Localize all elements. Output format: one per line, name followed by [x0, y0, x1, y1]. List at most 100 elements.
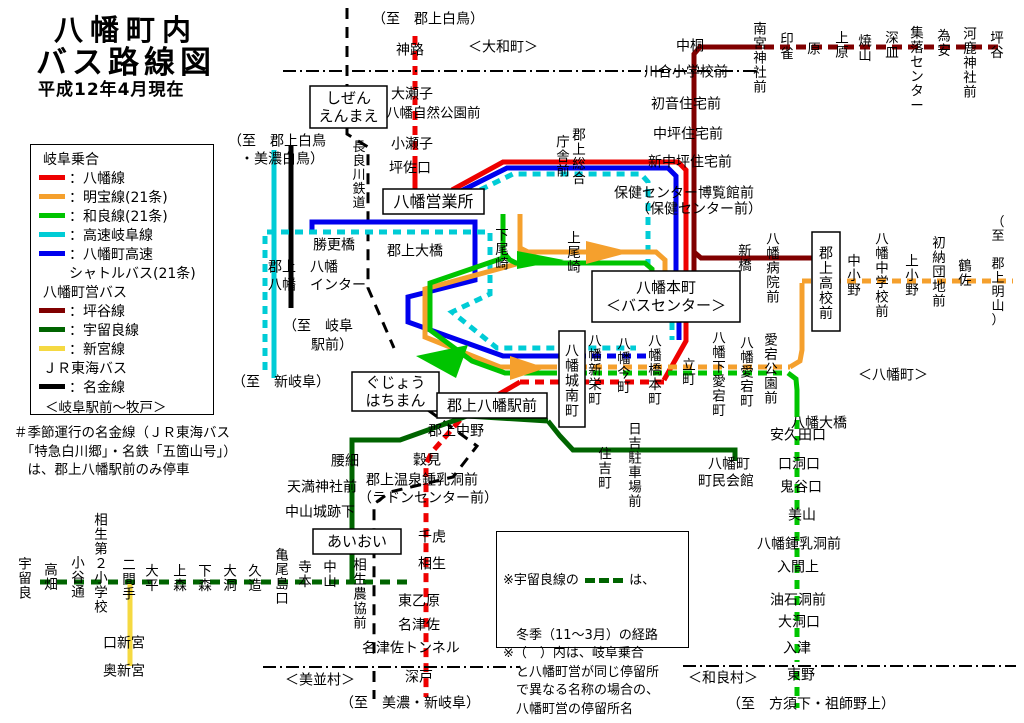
route-line-tsubotani-main	[691, 44, 762, 258]
station-label: 上原	[835, 31, 849, 62]
stop-gujo-hachiman-ekimae-label: 郡上八幡駅前	[447, 397, 537, 415]
station-label: 新中坪住宅前	[648, 154, 732, 171]
station-label: 日吉駐車場前	[628, 422, 642, 511]
boxed-stop-hachiman-jonancho: 八幡城南町	[558, 330, 586, 428]
station-label: 相生	[418, 557, 446, 573]
legend-label: ：八幡町高速	[69, 246, 153, 263]
note-box: ※宇留良線の は、 冬季（11～3月）の経路※（ ）内は、岐阜乗合 と八幡町営が…	[496, 531, 689, 717]
boxed-stop-gujo-hachiman-ekimae: 郡上八幡駅前	[436, 392, 548, 419]
legend-label: ：宇留良線	[69, 322, 139, 339]
station-shizen-enmae-label: えんまえ	[318, 107, 378, 125]
station-label: 大平	[145, 564, 159, 595]
legend-label: 岐阜乗合	[43, 151, 99, 168]
station-gujo-hachiman-label: ぐじょう	[365, 374, 425, 392]
legend-swatch-maroon	[39, 308, 65, 313]
station-label: 駅前）	[311, 337, 353, 354]
station-label: （至 新岐阜）	[232, 374, 330, 391]
legend-swatch-cyan	[39, 232, 65, 237]
station-label: ＜美並村＞	[285, 673, 355, 689]
legend-row-head: ＪＲ東海バス	[39, 358, 213, 377]
station-aioi-frame	[312, 528, 402, 555]
station-label: 中山城跡下	[285, 505, 355, 521]
station-label: 名津佐トンネル	[362, 641, 460, 657]
station-label: 入津	[783, 641, 811, 657]
station-label: 南宮神社前	[753, 22, 767, 96]
route-line-railway-nagaragawa-mid	[345, 128, 396, 349]
note-box-line: と八幡町営が同じ停留所	[503, 664, 660, 680]
boxed-stop-hachiman-honmachi-buscenter: 八幡本町＜バスセンター＞	[591, 270, 741, 323]
station-label: 深戸	[405, 670, 433, 686]
legend-row-head: 岐阜乗合	[39, 149, 213, 168]
station-label: 相生第２小学校	[94, 513, 108, 616]
station-label: 住吉町	[598, 447, 612, 492]
station-label: 為安	[937, 29, 951, 60]
stop-hachiman-jonancho-label: 八幡城南町	[565, 344, 579, 420]
station-label: 川合小学校前	[644, 64, 728, 81]
station-aioi-label: あいおい	[327, 533, 387, 551]
station-label: 勝更橋	[313, 238, 355, 254]
legend-label: 八幡町営バス	[43, 284, 127, 301]
title-line2: バス路線図	[36, 45, 216, 82]
station-label: 中桐	[676, 39, 704, 55]
station-label: 天満神社前	[287, 479, 357, 496]
stop-hachiman-jonancho-frame	[558, 330, 586, 428]
route-line-wara-north	[501, 250, 655, 271]
boxed-stop-hachiman-eigyosho: 八幡営業所	[382, 188, 485, 215]
station-label: 千虎	[418, 530, 446, 546]
station-label: 八幡橋本町	[648, 334, 662, 408]
note-seasonal: ＃季節運行の名金線（ＪＲ東海バス 「特急白川郷」・名鉄「五箇山号」） は、郡上八…	[14, 425, 237, 479]
station-shizen-enmae-frame	[309, 85, 388, 129]
stop-hachiman-eigyosho-label: 八幡営業所	[393, 192, 473, 211]
station-label: 大瀬子	[391, 87, 433, 103]
station-label: （至 郡上白鳥）	[372, 12, 484, 28]
route-line-urura-east	[546, 419, 738, 461]
station-label: 名津佐	[398, 618, 440, 634]
station-label: 大洞	[223, 564, 237, 595]
station-label: 八幡新栄町	[588, 334, 602, 408]
station-label: 安久田口	[770, 428, 826, 444]
legend-row-orange-line: ：明宝線(21条)	[39, 187, 213, 206]
station-label: 長良川鉄道	[352, 140, 365, 211]
station-label: 八幡下愛宕町	[712, 331, 726, 420]
winter-dash-sample	[599, 577, 610, 583]
legend-label: ：八幡線	[69, 170, 125, 187]
station-label: 初音住宅前	[651, 96, 721, 113]
note-box-lines: 冬季（11～3月）の経路※（ ）内は、岐阜乗合 と八幡町営が同じ停留所 で異なる…	[503, 627, 688, 719]
station-label: 新橋	[738, 244, 752, 275]
station-label: ＜八幡町＞	[858, 368, 928, 384]
stop-hachiman-eigyosho-frame	[382, 188, 485, 215]
arrow-meiho-east	[586, 241, 631, 264]
station-label: 八幡今町	[617, 337, 631, 397]
station-label: （保健センター前）	[636, 201, 762, 218]
station-label: 郡上大橋	[387, 244, 443, 260]
station-label: （至 方須下・祖師野上）	[727, 697, 895, 713]
legend-label: ＜岐阜駅前～牧戸＞	[45, 399, 167, 416]
station-label: （ラドンセンター前）	[358, 490, 498, 507]
legend-row-head: 八幡町営バス	[39, 282, 213, 301]
station-label: 中山	[323, 560, 337, 591]
legend-row-dkgreen-line: ：宇留良線	[39, 320, 213, 339]
station-label: 立町	[682, 358, 696, 389]
station-label: 口新宮	[103, 636, 145, 652]
stop-gujo-koko-mae-label: 郡上高校前	[819, 246, 833, 322]
legend-row-red-line: ：八幡線	[39, 168, 213, 187]
station-label: 下尾崎	[495, 228, 509, 273]
station-label: 愛宕公園前	[764, 333, 778, 407]
legend-swatch-orange	[39, 194, 65, 199]
legend-swatch-green	[39, 213, 65, 218]
arrow-meiho-east2	[510, 356, 546, 380]
stop-gujo-koko-mae-frame	[811, 231, 841, 332]
station-label: 八幡	[268, 278, 296, 294]
note-box-line: で異なる名称の場合の、	[503, 683, 660, 699]
legend-row-yellow-line: ：新宮線	[39, 339, 213, 358]
legend-label: シャトルバス(21条)	[69, 265, 196, 282]
route-line-shuttle-line-west	[309, 219, 562, 359]
station-label: 八幡中学校前	[875, 232, 889, 321]
legend-row-cyan-line: ：高速岐阜線	[39, 225, 213, 244]
station-label: インター	[310, 278, 366, 294]
route-line-kosoku-loop-dash	[262, 229, 636, 370]
winter-dash-sample	[585, 577, 596, 583]
legend-swatch-yellow	[39, 346, 65, 351]
